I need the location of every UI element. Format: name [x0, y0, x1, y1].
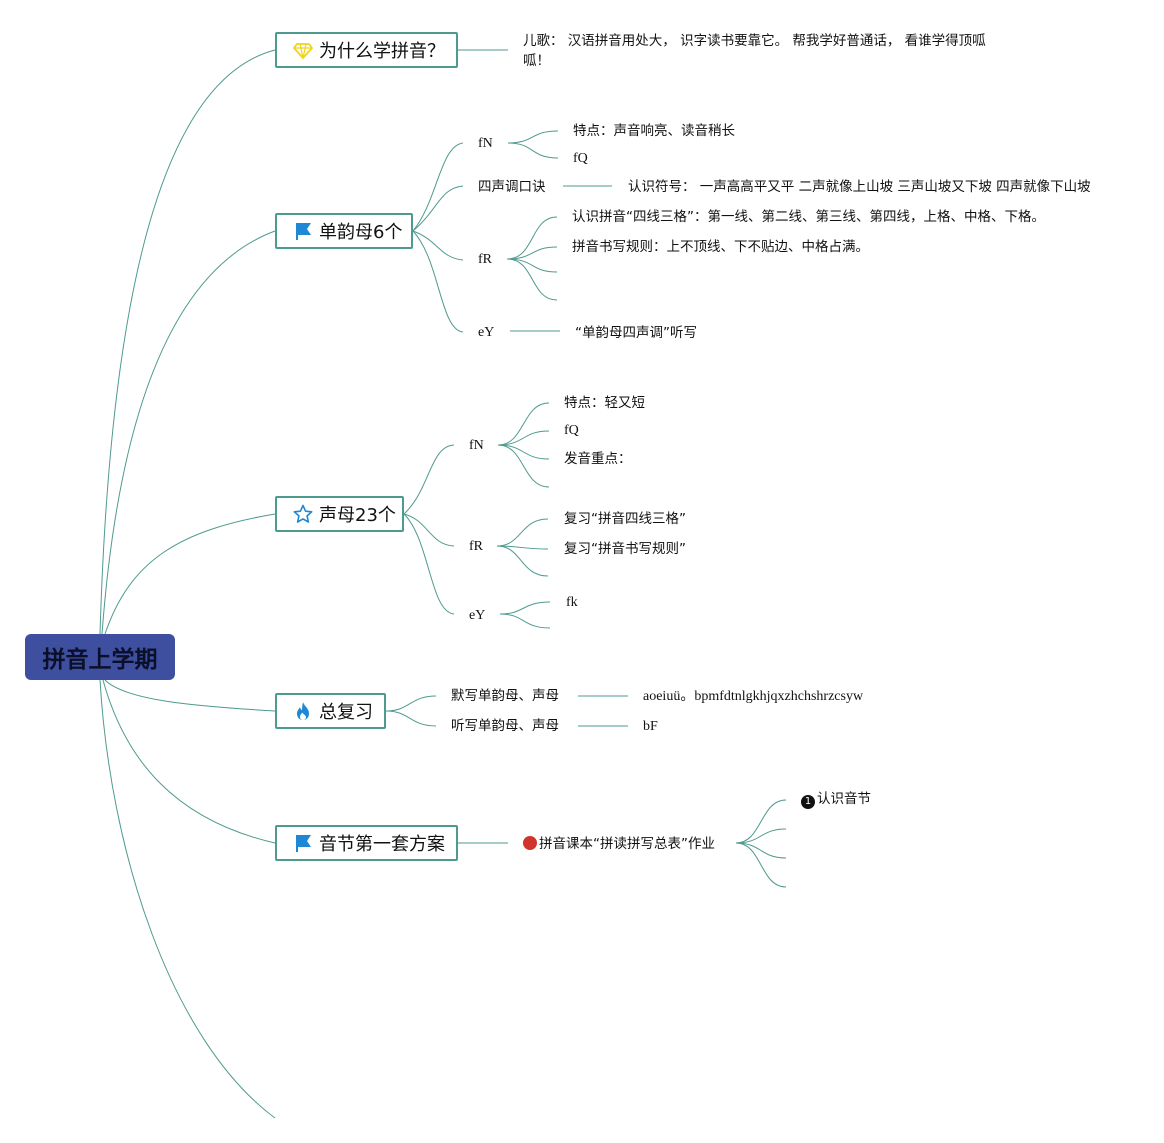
branch-syllables[interactable]: 音节第一套方案: [275, 825, 458, 861]
node-feature[interactable]: 特点：声音响亮、读音稍长: [573, 123, 735, 139]
link-b2-tone: [412, 185, 464, 232]
branch-single-finals[interactable]: 单韵母6个: [275, 213, 413, 249]
node-fk[interactable]: fk: [566, 595, 578, 610]
node-letter-list[interactable]: aoeiuü。bpmfdtnlgkhjqxzhchshrzcsyw: [643, 689, 864, 704]
link-fN-b: [507, 142, 559, 159]
node-write-from-memory[interactable]: 默写单韵母、声母: [451, 688, 559, 704]
root-label: 拼音上学期: [42, 647, 158, 673]
link-s-fN-b: [497, 430, 550, 446]
link-b2-fN: [412, 142, 464, 232]
branch-initials[interactable]: 声母23个: [275, 496, 404, 532]
link-b5-a-1: [735, 799, 787, 844]
branch-label: 为什么学拼音？: [319, 41, 445, 62]
branch-label: 单韵母6个: [319, 222, 403, 243]
gem-icon: [293, 40, 313, 60]
flag-icon: [293, 221, 313, 241]
node-fR[interactable]: fR: [469, 539, 483, 554]
node-fR[interactable]: fR: [478, 252, 492, 267]
link-b2-eY: [412, 230, 464, 333]
node-pronunciation[interactable]: 发音重点：: [564, 451, 632, 467]
star-icon: [293, 504, 313, 524]
link-root-b6: [99, 679, 276, 1119]
node-review-rules[interactable]: 复习“拼音书写规则”: [564, 541, 686, 557]
link-fR-c: [506, 258, 558, 273]
node-eY[interactable]: eY: [478, 325, 495, 340]
link-b3-fN: [403, 444, 455, 515]
link-b5-a-3: [735, 842, 787, 859]
node-fN[interactable]: fN: [469, 438, 484, 453]
link-b5-a-4: [735, 842, 787, 888]
node-tone-symbols[interactable]: 认识符号： 一声高高平又平 二声就像上山坡 三声山坡又下坡 四声就像下山坡: [628, 179, 1091, 195]
link-root-b1: [99, 49, 276, 635]
node-eY[interactable]: eY: [469, 608, 486, 623]
link-s-eY-b: [499, 613, 551, 629]
link-s-fN-c: [497, 444, 550, 460]
link-b3-eY: [403, 513, 455, 615]
node-listen-write[interactable]: 听写单韵母、声母: [451, 718, 559, 734]
branch-label: 音节第一套方案: [319, 834, 445, 855]
link-b4-b: [385, 710, 437, 727]
node-fQ[interactable]: fQ: [573, 151, 588, 166]
node-feature[interactable]: 特点：轻又短: [564, 395, 645, 411]
link-s-fR-c: [496, 545, 549, 577]
flag-icon: [293, 833, 313, 853]
link-s-fN-d: [497, 444, 550, 488]
red-dot-icon: [523, 836, 537, 850]
node-dictation[interactable]: “单韵母四声调”听写: [575, 325, 697, 341]
node-fN[interactable]: fN: [478, 136, 493, 151]
root-node[interactable]: 拼音上学期: [25, 634, 175, 680]
link-b4-a: [385, 695, 437, 712]
node-four-lines[interactable]: 认识拼音“四线三格”：第一线、第二线、第三线、第四线，上格、中格、下格。: [572, 209, 1045, 225]
node-homework-label: 拼音课本“拼读拼写总表”作业: [539, 836, 715, 852]
node-recognize-label: 认识音节: [817, 791, 871, 807]
rhyme-text: 儿歌： 汉语拼音用处大， 识字读书要靠它。 帮我学好普通话， 看谁学得顶呱呱！: [523, 33, 986, 69]
link-fR-d: [506, 258, 558, 301]
node-homework[interactable]: 拼音课本“拼读拼写总表”作业: [523, 835, 715, 853]
flame-icon: [293, 701, 313, 721]
link-root-b3: [104, 513, 276, 635]
link-root-b4: [104, 679, 276, 712]
node-fQ[interactable]: fQ: [564, 423, 579, 438]
link-b5-a-2: [735, 828, 787, 844]
link-s-eY-a: [499, 601, 551, 615]
link-root-b5: [102, 679, 276, 844]
branch-why-pinyin[interactable]: 为什么学拼音？: [275, 32, 458, 68]
link-root-b2: [101, 230, 276, 635]
link-fR-b: [506, 246, 558, 260]
link-s-fN-a: [497, 402, 550, 446]
link-b3-fR: [403, 513, 455, 547]
node-tone-rhyme[interactable]: 四声调口诀: [478, 179, 546, 195]
link-b2-fR: [412, 230, 464, 261]
number-one-icon: 1: [801, 795, 815, 809]
branch-label: 总复习: [319, 702, 373, 723]
link-s-fR-a: [496, 518, 549, 547]
link-fN-a: [507, 130, 559, 144]
link-fR-a: [506, 216, 558, 260]
node-bF[interactable]: bF: [643, 719, 658, 734]
branch-label: 声母23个: [319, 505, 396, 526]
node-writing-rules[interactable]: 拼音书写规则：上不顶线、下不贴边、中格占满。: [572, 239, 869, 255]
branch-review[interactable]: 总复习: [275, 693, 386, 729]
node-review-lines[interactable]: 复习“拼音四线三格”: [564, 511, 686, 527]
